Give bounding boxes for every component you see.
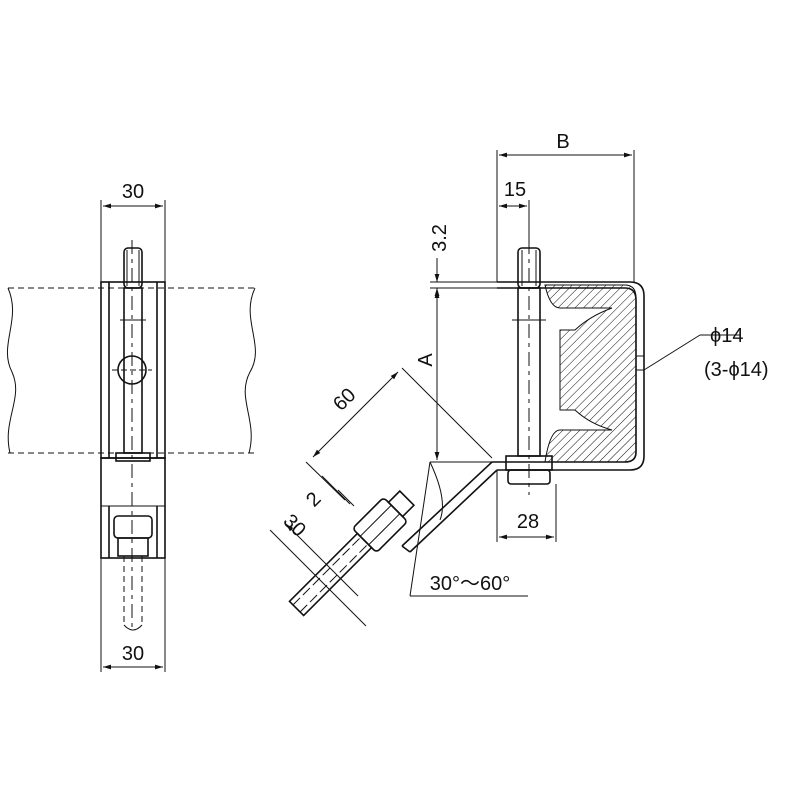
dim-label-side-30: 30 [279, 510, 310, 541]
beam-break-left [7, 287, 17, 454]
angled-leg-end [401, 545, 411, 553]
dim-label-3-2: 3.2 [429, 224, 451, 252]
ext-30-a [269, 529, 367, 627]
dim-line-60 [312, 371, 399, 458]
dim-label-top-30: 30 [122, 181, 144, 203]
ext-2-b [337, 489, 355, 507]
dim-label-2: 2 [302, 488, 325, 511]
beam-flange-section [544, 284, 637, 463]
dim-label-bottom-30: 30 [122, 643, 144, 665]
angled-washer [387, 489, 416, 518]
nut-bottom [113, 515, 153, 539]
angled-rod [288, 532, 373, 617]
dim-label-28: 28 [517, 511, 539, 533]
dim-label-hole-count: (3-ϕ14) [704, 359, 769, 381]
dim-line-30-diag [285, 523, 359, 597]
side-view: B 15 3.2 A 60 2 30 28 [269, 131, 769, 627]
angled-leg-bottom [409, 469, 498, 553]
washer-bottom [117, 537, 149, 557]
ext-60-upper [401, 367, 493, 459]
dim-label-15: 15 [504, 179, 526, 201]
lower-plate [100, 457, 166, 559]
dim-label-B: B [556, 131, 569, 153]
front-view: 30 30 [7, 181, 256, 672]
rod-end [123, 624, 143, 631]
angled-nut [353, 498, 407, 552]
angled-nut-line [359, 504, 392, 537]
nut-lower [115, 452, 151, 462]
angled-rod-thread-2 [299, 543, 369, 613]
beam-break-right [244, 287, 256, 454]
dim-label-hole: ϕ14 [710, 325, 743, 347]
ext-2-a [321, 475, 351, 505]
c-bracket-inner [497, 287, 637, 463]
c-bracket-outer [497, 281, 645, 471]
side-nut-lower [507, 469, 551, 485]
angle-arc [429, 461, 443, 521]
angled-leg-top [401, 461, 497, 547]
dim-label-angle: 30°〜60° [430, 573, 511, 595]
hole-leader [643, 334, 701, 371]
ext-60-lower [305, 461, 346, 501]
angle-leader [409, 461, 431, 597]
dim-label-60: 60 [329, 384, 360, 415]
angled-rod-thread [292, 536, 362, 606]
angled-nut-line-2 [368, 513, 401, 546]
dim-label-A: A [415, 353, 437, 367]
angled-rod-group [288, 489, 416, 617]
